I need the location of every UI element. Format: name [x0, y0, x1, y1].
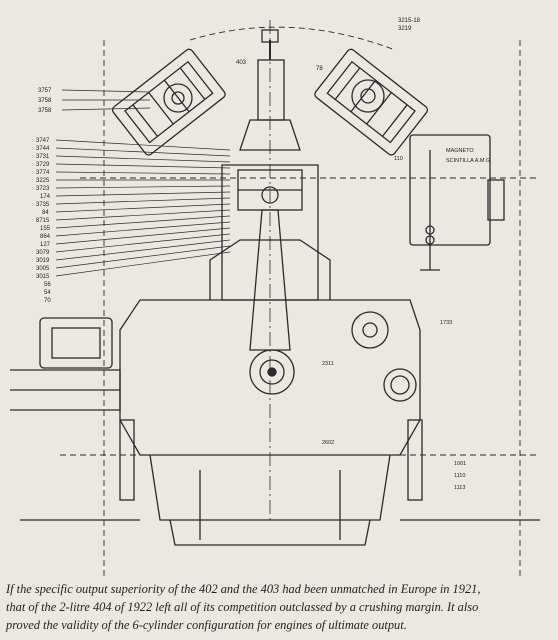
callout-label: 3729 [36, 162, 50, 168]
callout-label: 3758 [38, 98, 52, 104]
callout-label: 3079 [36, 250, 50, 256]
callout-label: 3215-18 [398, 18, 421, 24]
callout-label: 3747 [36, 138, 50, 144]
callout-label: 127 [40, 242, 51, 248]
callout-label: 1113 [454, 485, 465, 491]
callout-label: 8715 [36, 218, 50, 224]
callout-label: 78 [316, 66, 323, 72]
magneto-label: MAGNETO [446, 148, 474, 154]
callout-label: 3723 [36, 186, 50, 192]
engine-cross-section-drawing: 3757 3758 3758 3747 3744 3731 3729 3774 … [10, 18, 540, 578]
caption-line: proved the validity of the 6-cylinder co… [6, 618, 407, 632]
left-callouts: 3757 3758 3758 3747 3744 3731 3729 3774 … [36, 88, 52, 304]
callout-label: 3219 [398, 26, 412, 32]
top-callouts: 3215-18 3219 403 78 [236, 18, 421, 72]
callout-label: 3744 [36, 146, 50, 152]
callout-label: 84 [42, 210, 49, 216]
callout-label: 3015 [36, 274, 50, 280]
callout-label: 2602 [322, 440, 334, 446]
callout-label: 2311 [322, 361, 334, 367]
callout-label: 3005 [36, 266, 50, 272]
right-labels: MAGNETO SCINTILLA A.M.G 110 1733 2311 26… [322, 148, 490, 491]
callout-label: 1733 [440, 320, 452, 326]
callout-label: 3731 [36, 154, 50, 160]
caption-line: that of the 2-litre 404 of 1922 left all… [6, 600, 479, 614]
callout-label: 3225 [36, 178, 50, 184]
callout-label: 1110 [454, 473, 465, 479]
callout-label: 3774 [36, 170, 50, 176]
callout-label: 864 [40, 234, 51, 240]
callout-label: 174 [40, 194, 51, 200]
callout-label: 3757 [38, 88, 52, 94]
callout-label: 3019 [36, 258, 50, 264]
callout-label: 3758 [38, 108, 52, 114]
caption-line: If the specific output superiority of th… [6, 582, 481, 596]
magneto-brand-label: SCINTILLA A.M.G [446, 158, 490, 164]
callout-label: 70 [44, 298, 51, 304]
callout-label: 3735 [36, 202, 50, 208]
callout-label: 1001 [454, 461, 466, 467]
callout-label: 56 [44, 282, 51, 288]
callout-label: 403 [236, 60, 247, 66]
callout-label: 54 [44, 290, 51, 296]
callout-label: 110 [394, 156, 403, 162]
figure-caption: If the specific output superiority of th… [6, 580, 552, 634]
callout-label: 155 [40, 226, 51, 232]
